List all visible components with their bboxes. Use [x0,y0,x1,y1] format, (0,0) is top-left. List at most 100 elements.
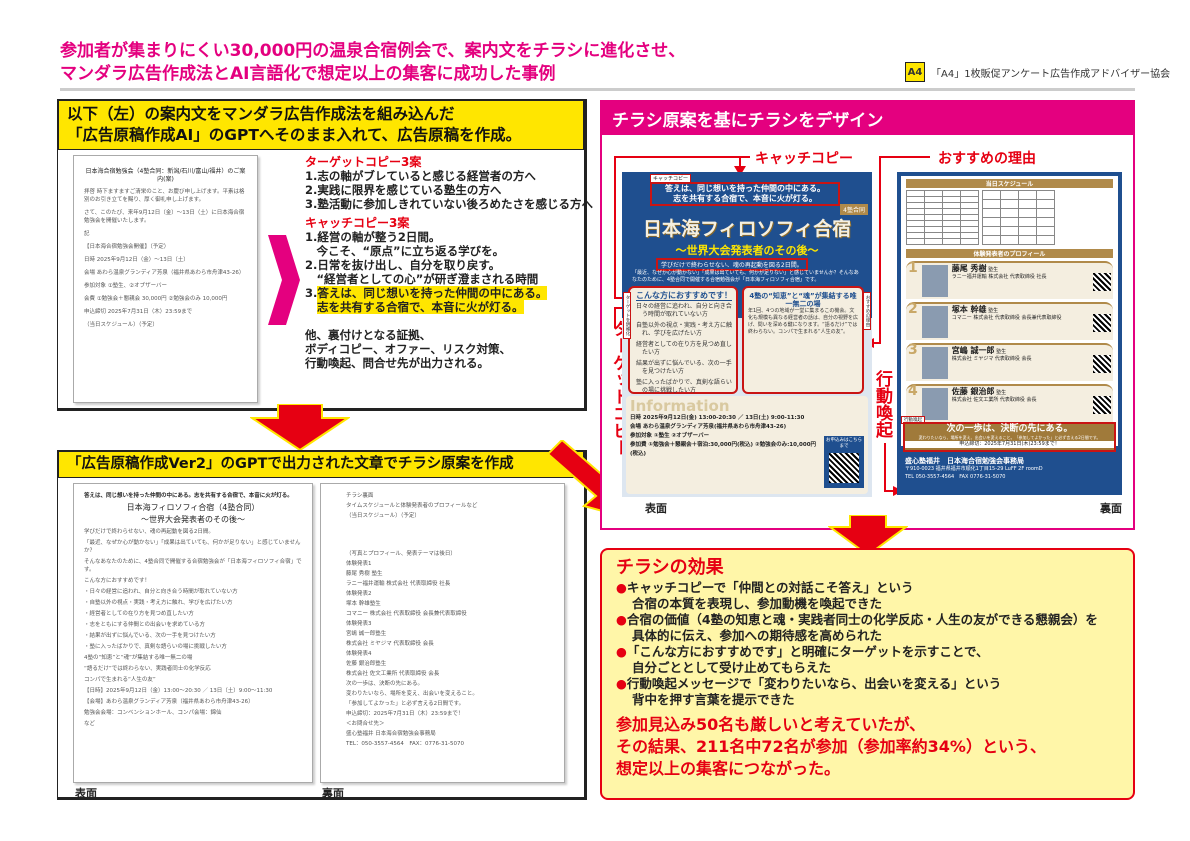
doc-line: ラニー福井運輸 株式会社 代表取締役 社長 [346,581,451,587]
schedule-cell [1036,235,1055,245]
catch-copy-item: 2.日常を抜け出し、自分を取り戻す。 [305,258,501,272]
catch-copy-heading: キャッチコピー3案 [305,216,410,230]
front-label: 表面 [75,787,97,800]
schedule-cell [1000,199,1019,209]
speaker-name: 藤尾 秀樹 [951,263,987,273]
doc-line: 株式会社 ミヤジマ 代表取締役 会長 [346,641,434,647]
doc-line: 佐藤 銀治郎塾生 [346,661,387,667]
title-line-2: マンダラ広告作成法とAI言語化で想定以上の集客に成功した事例 [60,64,556,84]
speaker-honorific: 塾生 [988,308,999,314]
info-item: 参加対象 ①塾生 ②オブザーバー [630,433,710,439]
schedule-cell [1018,199,1037,209]
schedule-cell [1036,226,1055,236]
action-label: 行動喚起 [872,370,892,438]
effect-point: 行動喚起メッセージで「変わりたいなら、出会いを変える」という [616,676,1119,692]
doc-line: 藤尾 秀樹 塾生 [346,571,383,577]
a4-logo-icon: A4 [905,62,925,82]
org-logo: A4 「A4」1枚販促アンケート広告作成アドバイザー協会 [905,62,1170,82]
office-info: 盛心塾福井 日本海合宿勉強会事務局 〒910-0023 福井県福井市順化1丁目1… [905,457,1043,481]
action-sub: 変わりたいなら、場所を変え、出会いを変えること。「参加してよかった」と必ず言える… [918,435,1101,440]
info-section: Information 日時 2025年9月12日(金) 13:00-20:30… [626,396,868,494]
step3-heading: チラシ原案を基にチラシをデザイン [602,102,1133,135]
schedule-cell [1036,190,1055,200]
target-copy-item: 3.塾活動に参加しきれていない後ろめたさを感じる方へ [305,197,594,211]
speaker-photo [921,306,948,338]
effect-result: 参加見込み50名も厳しいと考えていたが、 その結果、211名中72名が参加（参加… [616,714,1119,780]
schedule-cell [1000,226,1019,236]
doc-line: コンパで生まれる“人生の友” [84,677,156,683]
recommend-item: 塾に入ったばかりで、真剣な語らいの場に挑戦したい方 [636,379,732,394]
speaker-company: コマニー 株式会社 代表取締役 会長兼代表取締役 [951,315,1062,321]
reason-body: 年1回、4つの地域が一堂に集まるこの機会。文化も規模も異なる経営者の話は、自分の… [748,308,859,335]
profile-title: 体験発表者のプロフィール [906,249,1113,258]
info-list: 日時 2025年9月12日(金) 13:00-20:30 ／ 13日(土) 9:… [630,414,820,459]
other-output: 行動喚起、問合せ先が出力される。 [305,356,489,370]
step1-heading-line: 「広告原稿作成AI」のGPTへそのまま入れて、広告原稿を作成。 [67,126,522,144]
doc-subtitle: 〜世界大会発表者のその後〜 [141,515,245,524]
schedule-title: 当日スケジュール [906,179,1113,188]
effect-points: キャッチコピーで「仲間との対話こそ答え」という合宿の本質を表現し、参加動機を喚起… [616,580,1119,708]
effect-point: キャッチコピーで「仲間との対話こそ答え」という [616,580,1119,596]
doc-line: 体験発表2 [346,591,372,597]
schedule-cell [942,238,961,245]
info-title: Information [630,397,730,415]
right-arrow-icon [268,235,300,325]
doc-line: 塚本 幹雄塾生 [346,601,381,607]
qr-box[interactable]: お申込みはこちらまで [824,436,864,488]
action-box: 次の一歩は、決断の先にある。 変わりたいなら、場所を変え、出会いを変えること。「… [903,422,1116,452]
schedule-cell [1036,208,1055,218]
speaker-number: 3 [908,342,918,358]
schedule-cell [1018,235,1037,245]
doc-line: 体験発表3 [346,621,372,627]
qr-code-icon [829,453,859,483]
flyer-intro: 「最近、なぜか心が動かない」「成果は出ていても、何かが足りない」と感じていません… [632,270,859,283]
speaker-honorific: 塾生 [996,349,1007,355]
speaker-honorific: 塾生 [988,267,999,273]
doc-line: そんなあなたのために、4塾合同で開催する合宿勉強会が「日本海フィロソフィ合宿」で… [84,559,302,573]
catch-num: 3. [305,286,318,300]
catch-copy-item: 今こそ、“原点”に立ち返る学びを。 [305,244,505,258]
catch-copy-item: “経営者としての心”が研ぎ澄まされる時間 [305,272,539,286]
effect-heading: チラシの効果 [616,557,724,578]
title-line-1: 参加者が集まりにくい30,000円の温泉合宿例会で、案内文をチラシに進化させ、 [60,41,686,61]
speaker-photo [921,265,948,297]
schedule-cell [982,199,1001,209]
target-copy-item: 2.実践に限界を感じている塾生の方へ [305,183,502,197]
doc-line: 「参加してよかった」と必ず言える2日間です。 [346,701,465,707]
flyer-subtitle: 〜世界大会発表者のその後〜 [675,244,819,257]
step1-heading: 以下（左）の案内文をマンダラ広告作成法を組み込んだ 「広告原稿作成AI」のGPT… [58,100,584,150]
office-contact: TEL 050-3557-4564 FAX 0776-31-5070 [905,474,1006,480]
doc-line: 次の一歩は、決断の先にある。 [346,681,424,687]
catch-copy-item-3: 3.答えは、同じ想いを持った仲間の中にある。 [305,286,593,300]
recommend-title: こんな方におすすめです！ [636,291,732,301]
highlighted-catch: 答えは、同じ想いを持った仲間の中にある。 [317,286,548,300]
doc-line: 勉強会会場：コンベンションホール、コンパ会場：錦仙 [84,710,222,716]
schedule-cell [982,235,1001,245]
flyer-subcatch: 学びだけで終わらせない、魂の再起動を図る2日間。 [656,258,808,271]
page-title: 参加者が集まりにくい30,000円の温泉合宿例会で、案内文をチラシに進化させ、 … [60,40,685,86]
doc-line: 体験発表4 [346,651,372,657]
down-arrow-icon [828,515,908,557]
reason-title: 4塾の“知恵”と“魂”が集結する唯一無二の場 [749,292,857,308]
effect-point-cont: 合宿の本質を表現し、参加動機を喚起できた [632,596,883,611]
catch-line: 答えは、同じ想いを持った仲間の中にある。 [665,184,825,193]
doc-line: （当日スケジュール）（予定） [84,322,158,328]
doc-line: 会場 あわら温泉グランディア芳泉（福井県あわら市舟津43-26） [84,270,245,276]
org-name: 「A4」1枚販促アンケート広告作成アドバイザー協会 [931,68,1171,80]
info-item: 日時 2025年9月12日(金) 13:00-20:30 ／ 13日(土) 9:… [630,415,805,421]
schedule-table-day1 [906,190,979,245]
schedule-cell [960,238,979,245]
qr-code-icon [1093,314,1111,332]
flyer-back-label: 裏面 [1100,502,1122,515]
catch-copy-item-3b: 志を共有する合宿で、本音に火が灯る。 [305,300,593,314]
office-name: 盛心塾福井 日本海合宿勉強会事務局 [905,457,1024,465]
down-arrow-icon [250,404,350,452]
doc-line: 日時 2025年9月12日（金）〜13日（土） [84,257,189,263]
step1-heading-line: 以下（左）の案内文をマンダラ広告作成法を組み込んだ [67,105,455,123]
effect-point-cont: 具体的に伝え、参加への期待感を高められた [632,628,883,643]
schedule-table-day2 [982,190,1055,245]
recommend-card: こんな方におすすめです！ 日々の経営に追われ、自分と向き合う時間が取れていない方… [628,286,738,394]
reason-tag: おすすめの理由 [863,292,871,330]
info-item: 会場 あわら温泉グランディア芳泉(福井県あわら市舟津43-26) [630,424,787,430]
